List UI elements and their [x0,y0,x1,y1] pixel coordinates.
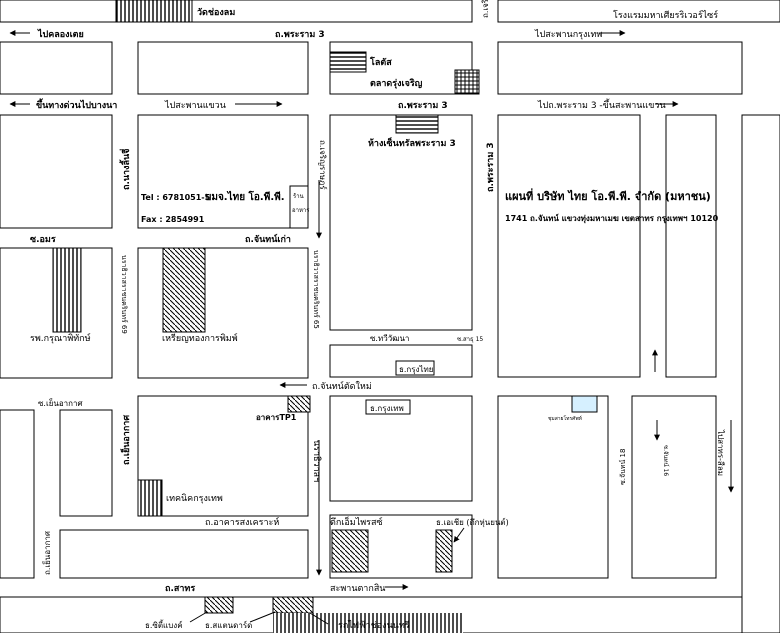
label-chan-new: ถ.จันทน์ตัดใหม่ [312,380,372,392]
label-hospital: รพ.กรุณาพิทักษ์ [30,332,91,344]
label-arkan: ถ.อาคารสงเคราะห์ [205,516,279,528]
asia-bank-building [435,529,453,573]
label-soi-yenakat: ซ.เย็นอากาศ [38,398,83,408]
label-to-krungthep-bridge: ไปสะพานกรุงเทพ [534,29,602,40]
emplaza-building [331,529,369,573]
block-r1-b [137,41,309,95]
leader-citibank [189,611,208,623]
label-ratchada: ถ.เจริญราษฎร์ [480,0,490,18]
citibank-building [204,596,234,614]
block-top-left [0,0,473,23]
label-yenakat-upper: ถ.เย็นอากาศ [119,415,132,465]
bts-track [273,613,463,633]
block-r1-a [0,41,113,95]
leader-lines [189,611,329,625]
hospital-building [52,247,82,333]
block-r5-a [59,529,309,579]
block-top-right [497,0,780,23]
standard-building [272,596,314,614]
wat-chong-lom-building [115,0,193,23]
label-soi-nara-right: นราธิวาสราชนครินทร์ 65 [312,250,320,329]
label-hotel: โรงแรมมหาเศียรริเวอร์ไซร์ [613,9,718,21]
label-market: ตลาดรุ่งเจริญ [370,78,423,89]
label-rama3-top: ถ.พระราม 3 [275,30,325,40]
company-address: 1741 ถ.จันทน์ แขวงทุ่งมหาเมฆ เขตสาทร กรุ… [505,213,719,224]
block-r4-c [137,395,309,517]
block-company [137,114,309,229]
label-emplaza: ตึกเอ็มไพรสซ์ [330,515,383,528]
label-bts: รถไฟฟ้าช่องนนทรี [338,620,410,631]
central-building [395,114,439,134]
label-rama3-mid: ถ.พระราม 3 [398,101,448,111]
label-exchange: ชุมสายโทรศัพท์ [548,415,582,422]
block-r2-d [497,114,641,378]
tp1-building [287,395,311,413]
block-r2-f [741,114,780,633]
tech-bkk-building [137,479,163,517]
company-fax: Fax : 2854991 [141,215,205,224]
label-yenakat-lower: ถ.เย็นอากาศ [42,531,52,575]
company-name-short: บมจ.ไทย โอ.พี.พี. [205,190,285,203]
label-soi-amon: ซ.อมร [30,235,56,245]
label-lotus: โลตัส [369,56,392,68]
block-central [329,114,473,331]
exchange-building [571,395,598,413]
company-shop-1: ร้าน [293,193,304,200]
label-to-rama9-bridge: ไปถ.พระราม 3 -ขึ้นสะพานแขวน [537,98,666,111]
buildings [52,0,598,633]
label-central: ห้างเซ็นทรัลพระราม 3 [368,136,456,149]
company-shop-2: อาหาร [292,207,310,214]
shop-building [289,185,309,229]
jewelry-building [162,247,206,333]
map-labels: วัดช่องลม ถ.เจริญราษฎร์ โรงแรมมหาเศียรริ… [30,0,725,631]
label-jewelry: เหรียญทองการพิมพ์ [162,332,238,344]
label-sathorn: ถ.สาทร [165,584,195,594]
label-nang-linchi: ถ.นางลิ้นจี่ [119,149,132,190]
block-r4-a [0,409,35,579]
krungthai-box [395,360,435,376]
block-r4-b [59,409,113,517]
bangkok-bank-box [365,399,411,415]
label-asia-bank: ธ.เอเชีย (ตึกหุ่นยนต์) [436,517,509,527]
label-soi-chan-right: ซ.จันทน์ 16 [662,445,670,476]
block-r2-a [0,114,113,229]
block-r4-e [497,395,609,579]
block-r4-f [631,395,717,579]
block-r1-d [497,41,743,95]
label-krungthai: ธ.กรุงไทย [399,365,433,374]
label-rama3-area: ถ.พระราม 3 [486,142,496,192]
lotus-building [329,51,367,73]
label-charoen-rat: ถ.เจริญราษฎร์ [318,140,328,190]
label-bangkok-bank: ธ.กรุงเทพ [370,404,404,413]
market-building [454,69,480,95]
label-tech-bkk: เทคนิคกรุงเทพ [166,493,223,504]
label-citibank: ธ.ซิตี้แบงค์ [145,619,183,630]
label-soi-chan-lower: ซ.จันทน์ 18 [619,449,627,485]
company-tel: Tel : 6781051-5 [141,193,211,202]
label-narathiwat: นราธิวาสฯ [311,440,322,482]
label-soi-sathu15: ซ.สาธุ 15 [457,336,483,343]
label-soi-pravat: ซ.ทวีวัฒนา [370,334,409,343]
label-to-expressway: ขึ้นทางด่วนไปบางนา [36,98,117,111]
label-bridge-taksin: สะพานตากสิน [330,583,385,594]
label-to-rama3-right: ไปสาทร-สีลม [716,429,725,476]
direction-arrows [9,30,734,590]
company-title: แผนที่ บริษัท ไทย โอ.พี.พี. จำกัด (มหาชน… [505,188,711,203]
leader-bts [309,612,329,625]
label-to-khlong-toei: ไปคลองเตย [37,28,84,40]
label-chan-upper: ถ.จันทน์เก่า [245,233,291,245]
leader-standard [249,611,276,623]
label-tp1: อาคารTP1 [256,413,297,422]
label-wat-chong-lom: วัดช่องลม [197,7,235,18]
label-standard: ธ.สแตนดาร์ด [205,620,252,630]
arrow-asia [453,527,465,543]
block-r2-e [665,114,717,378]
label-to-sathorn: ไปสะพานแขวน [164,100,226,111]
label-soi-nara-left: นราธิวาสราชนครินทร์ 69 [120,255,128,334]
